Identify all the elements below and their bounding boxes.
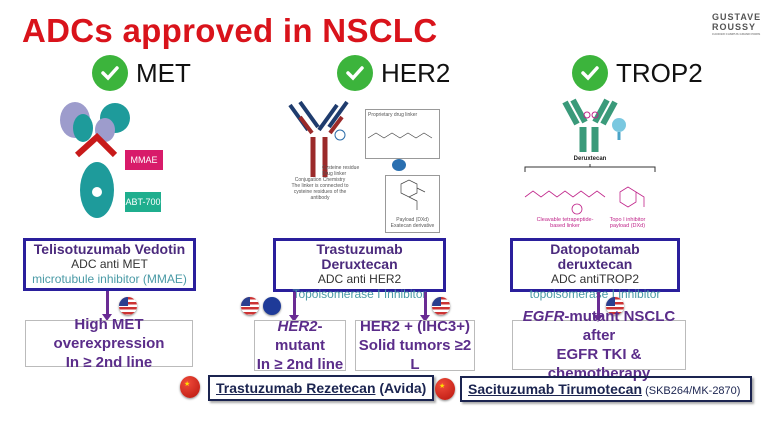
adc-box-telisotuzumab: Telisotuzumab Vedotin ADC anti MET micro… (23, 238, 196, 291)
indication-line1: EGFR-mutant NSCLC after (513, 307, 685, 345)
arrow-connector (593, 292, 603, 322)
payload-sub: Exatecan derivative (390, 223, 435, 229)
drug-name: Telisotuzumab Vedotin (33, 241, 186, 257)
deruxtecan-label: Deruxtecan (573, 156, 607, 162)
slide-title: ADCs approved in NSCLC (22, 12, 438, 49)
met-adc-structure-image: MMAE ABT-700 (55, 100, 165, 230)
her2-adc-structure-image: Conjugation Chemistry The linker is conn… (285, 97, 445, 235)
drug-mechanism: topoisomerase I inhibitor (529, 287, 661, 301)
trop2-adc-structure-image: Deruxtecan Cleavable tetrapeptide-based … (515, 97, 665, 235)
indication-her2-positive: HER2 + (IHC3+) Solid tumors ≥2 L (355, 318, 475, 373)
china-approval-trastuzumab-rezetecan: Trastuzumab Rezetecan (Avida) (208, 375, 435, 401)
drug-extra: (SKB264/MK-2870) (642, 385, 741, 397)
linker-label: Cleavable tetrapeptide-based linker (536, 217, 594, 229)
drug-extra: (Avida) (375, 380, 427, 396)
target-her2-header: HER2 (337, 55, 450, 91)
abt700-label: ABT-700 (125, 192, 161, 212)
target-trop2-header: TROP2 (572, 55, 703, 91)
logo-tagline: CANCER CAMPUS GRAND PARIS (712, 32, 761, 36)
drug-name: Trastuzumab Deruxtecan (316, 241, 403, 272)
drug-class: ADC antiTROP2 (550, 272, 640, 286)
indication-line1: HER2-mutant (255, 317, 345, 355)
indication-egfr-mutant: EGFR-mutant NSCLC after EGFR TKI & chemo… (512, 308, 686, 382)
indication-line1: HER2 + (IHC3+) (359, 318, 471, 335)
drug-name: Sacituzumab Tirumotecan (468, 381, 643, 397)
us-flag-icon (241, 297, 259, 315)
us-flag-icon (119, 297, 137, 315)
indication-rest: -mutant NSCLC after (564, 308, 676, 344)
indication-line2: Solid tumors ≥2 L (358, 337, 472, 373)
caption-title: Conjugation Chemistry (294, 177, 346, 183)
indication-met: High MET overexpression In ≥ 2nd line (25, 316, 193, 371)
legend: Cysteine residue Drug linker (322, 165, 359, 177)
payload-label: Topo I inhibitor payload (DXd) (609, 217, 646, 229)
target-label: HER2 (381, 57, 451, 88)
payload-panel: Payload (DXd) Exatecan derivative (385, 175, 440, 233)
drug-linker-panel: Proprietary drug linker (365, 109, 440, 159)
gustave-roussy-logo: GUSTAVE ROUSSY CANCER CAMPUS GRAND PARIS (712, 12, 761, 36)
adc-box-datopotamab: Datopotamab deruxtecan ADC antiTROP2 top… (510, 238, 680, 301)
us-flag-icon (432, 297, 450, 315)
legend-cysteine: Cysteine residue (322, 165, 360, 171)
indication-line2: In ≥ 2nd line (256, 356, 344, 373)
logo-line1: GUSTAVE (712, 12, 762, 22)
payload-label: Payload (DXd) (396, 217, 429, 223)
drug-mechanism: Topoisomerase I Inhibitor (292, 287, 427, 301)
drug-class: ADC anti MET (71, 257, 148, 271)
gene-name: EGFR (522, 308, 565, 325)
gene-name: HER2 (277, 318, 318, 335)
target-met-header: MET (92, 55, 191, 91)
china-flag-icon: ★ (180, 376, 200, 398)
check-icon (572, 55, 608, 91)
drug-class: ADC anti HER2 (317, 272, 402, 286)
indication-line2: In ≥ 2nd line (65, 354, 153, 371)
legend-drug-linker: Drug linker (322, 171, 347, 177)
eu-flag-icon (263, 297, 281, 315)
drug-name: Datopotamab deruxtecan (550, 241, 640, 272)
arrow-connector (102, 291, 112, 321)
conjugation-caption: Conjugation Chemistry The linker is conn… (285, 177, 355, 201)
china-approval-sacituzumab-tirumotecan: Sacituzumab Tirumotecan (SKB264/MK-2870) (460, 376, 752, 402)
china-flag-icon: ★ (435, 378, 455, 400)
indication-rest: -mutant (275, 318, 325, 354)
us-flag-icon (606, 297, 624, 315)
logo-line2: ROUSSY (712, 22, 757, 32)
target-label: MET (136, 57, 191, 88)
indication-line1: High MET overexpression (53, 316, 165, 352)
caption-text: The linker is connected to cysteine resi… (291, 183, 349, 201)
drug-mechanism: microtubule inhibitor (MMAE) (32, 272, 187, 286)
arrow-connector (420, 292, 430, 322)
adc-box-trastuzumab-deruxtecan: Trastuzumab Deruxtecan ADC anti HER2 Top… (273, 238, 446, 301)
drug-name: Trastuzumab Rezetecan (216, 380, 376, 396)
check-icon (92, 55, 128, 91)
indication-her2-mutant: HER2-mutant In ≥ 2nd line (254, 317, 346, 373)
cleavage-icon (392, 159, 406, 171)
panel-label: Proprietary drug linker (368, 112, 418, 118)
target-label: TROP2 (616, 57, 703, 88)
mmae-label: MMAE (125, 150, 163, 170)
arrow-connector (289, 292, 299, 322)
check-icon (337, 55, 373, 91)
